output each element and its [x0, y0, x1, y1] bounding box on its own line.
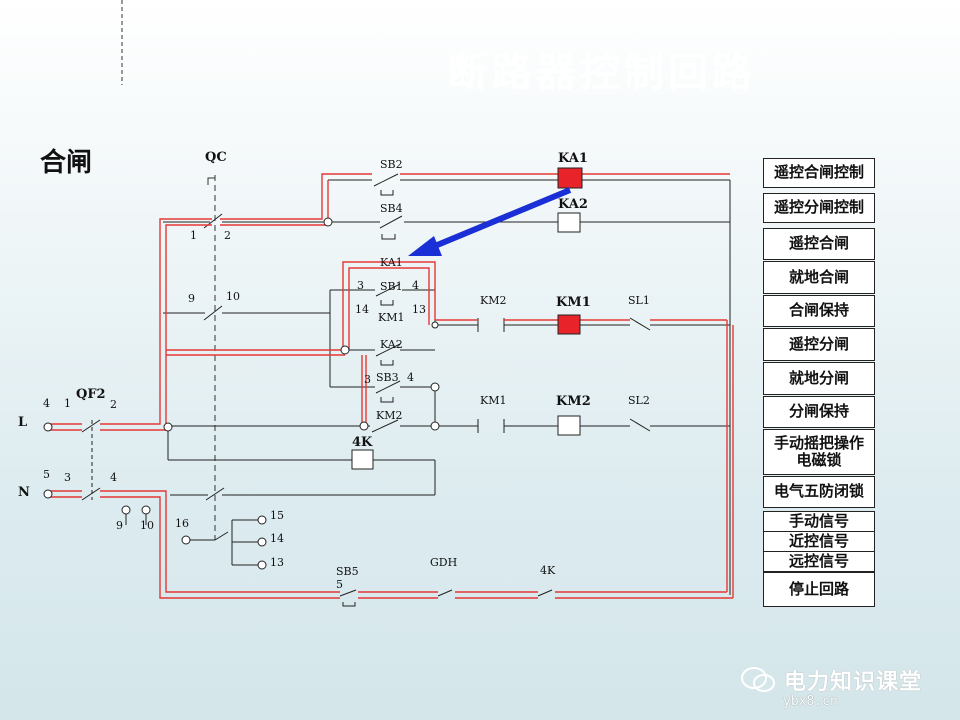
svg-text:SB2: SB2 — [380, 158, 403, 171]
wechat-icon — [741, 667, 775, 692]
svg-text:1: 1 — [64, 397, 71, 410]
km1-coil-active — [557, 314, 581, 335]
panel-item-close-hold: 合闸保持 — [763, 295, 875, 327]
k4-coil — [351, 449, 374, 470]
svg-text:4: 4 — [412, 279, 419, 292]
svg-text:SB5: SB5 — [336, 565, 359, 578]
svg-text:16: 16 — [175, 517, 189, 530]
svg-text:9: 9 — [116, 519, 123, 532]
svg-text:GDH: GDH — [430, 556, 457, 569]
panel-item-stop-circuit: 停止回路 — [763, 572, 875, 607]
panel-item-local-close: 就地合闸 — [763, 261, 875, 294]
svg-text:KA1: KA1 — [380, 256, 403, 269]
svg-text:SB1: SB1 — [380, 280, 403, 293]
svg-text:14: 14 — [270, 532, 284, 545]
panel-item-near-signal: 近控信号 — [763, 531, 875, 552]
svg-text:KM1: KM1 — [378, 311, 404, 324]
panel-item-local-open: 就地分闸 — [763, 362, 875, 395]
svg-text:SL2: SL2 — [628, 394, 650, 407]
svg-text:1: 1 — [190, 229, 197, 242]
svg-text:KA2: KA2 — [558, 197, 588, 212]
svg-text:2: 2 — [110, 398, 117, 411]
svg-text:N: N — [18, 485, 30, 500]
ka1-coil-active — [557, 167, 583, 189]
svg-text:3: 3 — [357, 279, 364, 292]
svg-text:10: 10 — [140, 519, 154, 532]
svg-text:13: 13 — [412, 303, 426, 316]
panel-item-open-hold: 分闸保持 — [763, 396, 875, 428]
svg-text:KA2: KA2 — [380, 338, 403, 351]
svg-text:3: 3 — [64, 471, 71, 484]
km2-coil — [557, 415, 581, 436]
blue-arrow-icon — [428, 187, 572, 251]
svg-text:KM2: KM2 — [376, 409, 402, 422]
panel-item-remote-open: 遥控分闸 — [763, 328, 875, 361]
faded-slide-title: 断路器控制回路 — [448, 50, 756, 96]
svg-text:4K: 4K — [352, 435, 373, 450]
ka2-coil — [557, 212, 581, 233]
panel-item-remote-close-ctrl: 遥控合闸控制 — [763, 158, 875, 188]
svg-text:KM2: KM2 — [556, 394, 591, 409]
svg-text:SB4: SB4 — [380, 202, 403, 215]
svg-text:KM2: KM2 — [480, 294, 506, 307]
svg-text:10: 10 — [226, 290, 240, 303]
svg-text:15: 15 — [270, 509, 284, 522]
page-title: 合闸 — [40, 148, 93, 178]
svg-text:4: 4 — [110, 471, 117, 484]
svg-text:KM1: KM1 — [556, 295, 591, 310]
watermark-brand: 电力知识课堂 — [784, 670, 923, 695]
svg-text:4: 4 — [43, 397, 50, 410]
svg-text:13: 13 — [270, 556, 284, 569]
svg-text:KA1: KA1 — [558, 151, 588, 166]
panel-item-five-prevention: 电气五防闭锁 — [763, 476, 875, 508]
svg-text:2: 2 — [224, 229, 231, 242]
svg-text:5: 5 — [43, 468, 50, 481]
svg-text:3: 3 — [364, 373, 371, 386]
svg-text:QC: QC — [205, 150, 227, 165]
svg-text:SB3: SB3 — [376, 371, 399, 384]
svg-text:L: L — [18, 415, 27, 430]
svg-text:14: 14 — [355, 303, 369, 316]
svg-text:5: 5 — [336, 578, 343, 591]
svg-text:4: 4 — [407, 371, 414, 384]
watermark: 电力知识课堂 — [740, 664, 922, 696]
panel-item-manual-lock: 手动摇把操作 电磁锁 — [763, 429, 875, 475]
svg-text:4K: 4K — [540, 564, 556, 577]
panel-item-far-signal: 远控信号 — [763, 551, 875, 572]
panel-item-remote-close: 遥控合闸 — [763, 228, 875, 260]
panel-item-remote-open-ctrl: 遥控分闸控制 — [763, 193, 875, 223]
svg-text:9: 9 — [188, 292, 195, 305]
panel-item-manual-signal: 手动信号 — [763, 511, 875, 532]
svg-text:QF2: QF2 — [76, 387, 106, 402]
svg-text:SL1: SL1 — [628, 294, 650, 307]
svg-text:KM1: KM1 — [480, 394, 506, 407]
watermark-site: ybx8.cn — [783, 694, 838, 709]
